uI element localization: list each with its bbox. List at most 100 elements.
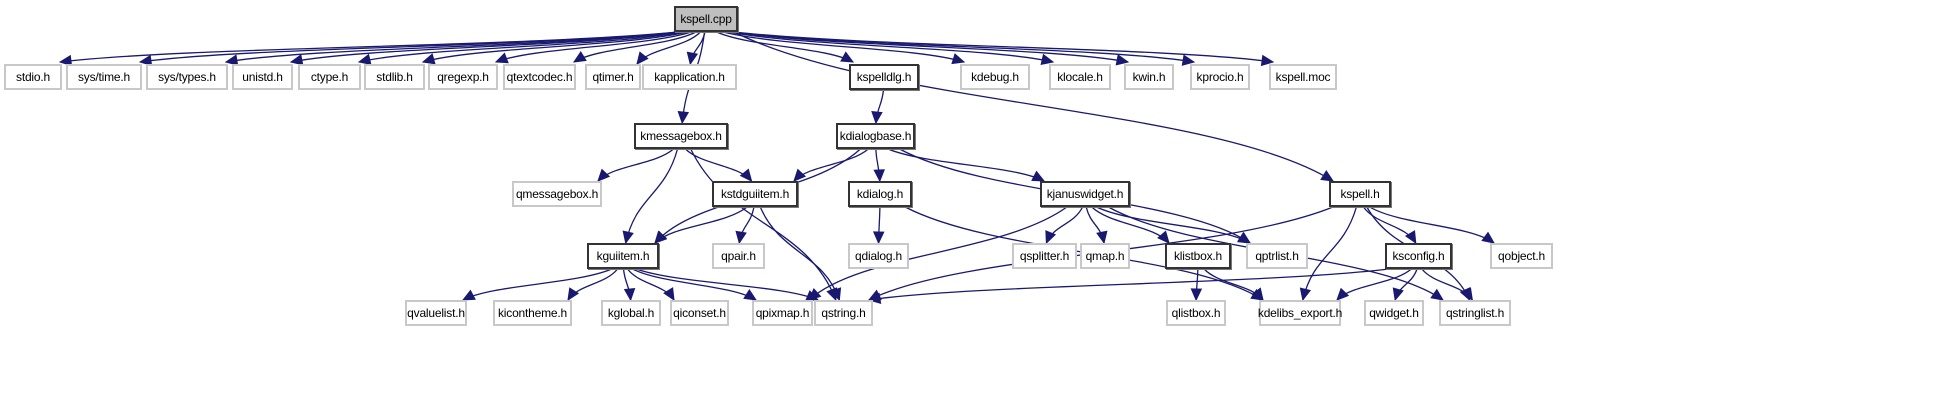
node-qpixmap-h: qpixmap.h [752,300,813,326]
node-kmessagebox-h[interactable]: kmessagebox.h [634,123,728,149]
arrowhead-icon [1040,53,1055,66]
edge-kspell-cpp-to-stdlib-h [422,31,688,63]
node-qtextcodec-h: qtextcodec.h [503,64,576,90]
edge-kjanuswidget-h-to-qptrlist-h [1096,206,1251,244]
arrowhead-icon [793,168,807,182]
node-qsplitter-h: qsplitter.h [1012,243,1077,269]
edge-kspell-cpp-to-kdebug-h [723,31,965,63]
node-qptrlist-h: qptrlist.h [1246,243,1308,269]
edge-kspell-cpp-to-kprocio-h [733,31,1195,63]
node-ctype-h: ctype.h [298,64,361,90]
edge-kspell-cpp-to-kspell-h [733,31,1334,182]
edge-kspell-cpp-to-kspell-moc [733,31,1274,63]
arrowhead-icon [1237,232,1252,244]
node-klocale-h: klocale.h [1049,64,1111,90]
arrowhead-icon [494,52,509,64]
arrowhead-icon [623,288,636,302]
arrowhead-icon [1320,170,1335,182]
edge-kspell-cpp-to-klocale-h [728,31,1054,63]
arrowhead-icon [224,54,239,66]
arrowhead-icon [677,110,690,125]
edge-kspell-h-to-qobject-h [1369,206,1495,244]
arrowhead-icon [289,54,304,66]
arrowhead-icon [830,287,842,302]
node-kwin-h: kwin.h [1124,64,1174,90]
node-kguiitem-h[interactable]: kguiitem.h [587,243,659,269]
arrowhead-icon [1157,230,1170,244]
node-kstdguiitem-h[interactable]: kstdguiitem.h [712,181,798,207]
edge-kspell-cpp-to-unistd-h [290,31,680,63]
node-kapplication-h: kapplication.h [642,64,737,90]
node-sys-time-h: sys/time.h [66,64,142,90]
edge-kstdguiitem-h-to-qstring-h [759,206,840,301]
edge-kmessagebox-h-to-kguiitem-h [625,148,679,244]
node-qwidget-h: qwidget.h [1364,300,1424,326]
arrowhead-icon [58,54,73,67]
node-kicontheme-h: kicontheme.h [493,300,572,326]
arrowhead-icon [1045,230,1057,245]
node-sys-types-h: sys/types.h [146,64,228,90]
node-qlistbox-h: qlistbox.h [1166,300,1226,326]
edge-kguiitem-h-to-qstring-h [636,268,819,301]
arrowhead-icon [951,53,966,65]
node-qstring-h: qstring.h [814,300,873,326]
node-qmap-h: qmap.h [1080,243,1130,269]
arrowhead-icon [461,289,476,301]
node-kspelldlg-h[interactable]: kspelldlg.h [849,64,919,90]
node-qvaluelist-h: qvaluelist.h [405,300,467,326]
node-qpair-h: qpair.h [712,243,765,269]
arrowhead-icon [357,53,372,66]
arrowhead-icon [138,54,153,67]
node-kspell-cpp: kspell.cpp [674,6,738,32]
arrowhead-icon [663,287,675,302]
arrowhead-icon [840,51,855,63]
node-kprocio-h: kprocio.h [1190,64,1250,90]
node-stdlib-h: stdlib.h [364,64,425,90]
edge-kspell-cpp-to-kwin-h [732,31,1129,63]
arrowhead-icon [1392,287,1404,302]
arrowhead-icon [1190,288,1203,302]
node-klistbox-h[interactable]: klistbox.h [1165,243,1231,269]
edge-kjanuswidget-h-to-qpixmap-h [808,206,1068,301]
edge-ksconfig-h-to-qstring-h [868,268,1390,301]
node-kspell-h[interactable]: kspell.h [1329,181,1391,207]
node-qtimer-h: qtimer.h [585,64,641,90]
node-qiconset-h: qiconset.h [670,300,729,326]
arrowhead-icon [1299,287,1312,302]
node-kspell-moc: kspell.moc [1269,64,1337,90]
node-qobject-h: qobject.h [1490,243,1553,269]
arrowhead-icon [421,53,436,65]
node-kjanuswidget-h[interactable]: kjanuswidget.h [1040,181,1130,207]
arrowhead-icon [1481,231,1495,244]
arrowhead-icon [597,168,611,182]
node-stdio-h: stdio.h [4,64,62,90]
arrowhead-icon [1251,287,1264,301]
arrowhead-icon [1404,230,1417,245]
arrowhead-icon [739,168,753,182]
arrowhead-icon [735,230,747,245]
arrowhead-icon [1181,54,1196,66]
node-qdialog-h: qdialog.h [848,243,909,269]
node-ksconfig-h[interactable]: ksconfig.h [1385,243,1452,269]
arrowhead-icon [567,287,580,302]
arrowhead-icon [572,51,587,63]
node-kdialog-h[interactable]: kdialog.h [848,181,912,207]
arrowhead-icon [873,169,885,183]
edge-kspell-cpp-to-sys-types-h [225,31,679,63]
arrowhead-icon [1430,288,1444,301]
node-kdialogbase-h[interactable]: kdialogbase.h [836,123,915,149]
arrowhead-icon [872,231,885,245]
edge-kspell-cpp-to-sys-time-h [139,31,679,63]
arrowhead-icon [743,288,758,301]
edge-kguiitem-h-to-qvaluelist-h [462,268,613,301]
arrowhead-icon [654,230,668,244]
arrowhead-icon [1260,54,1275,67]
arrowhead-icon [871,111,883,125]
arrowhead-icon [1461,287,1474,302]
arrowhead-icon [1115,54,1130,66]
arrowhead-icon [636,51,649,65]
node-kdelibs-export-h: kdelibs_export.h [1258,300,1342,326]
edge-kspell-h-to-kdelibs-export-h [1302,206,1358,301]
